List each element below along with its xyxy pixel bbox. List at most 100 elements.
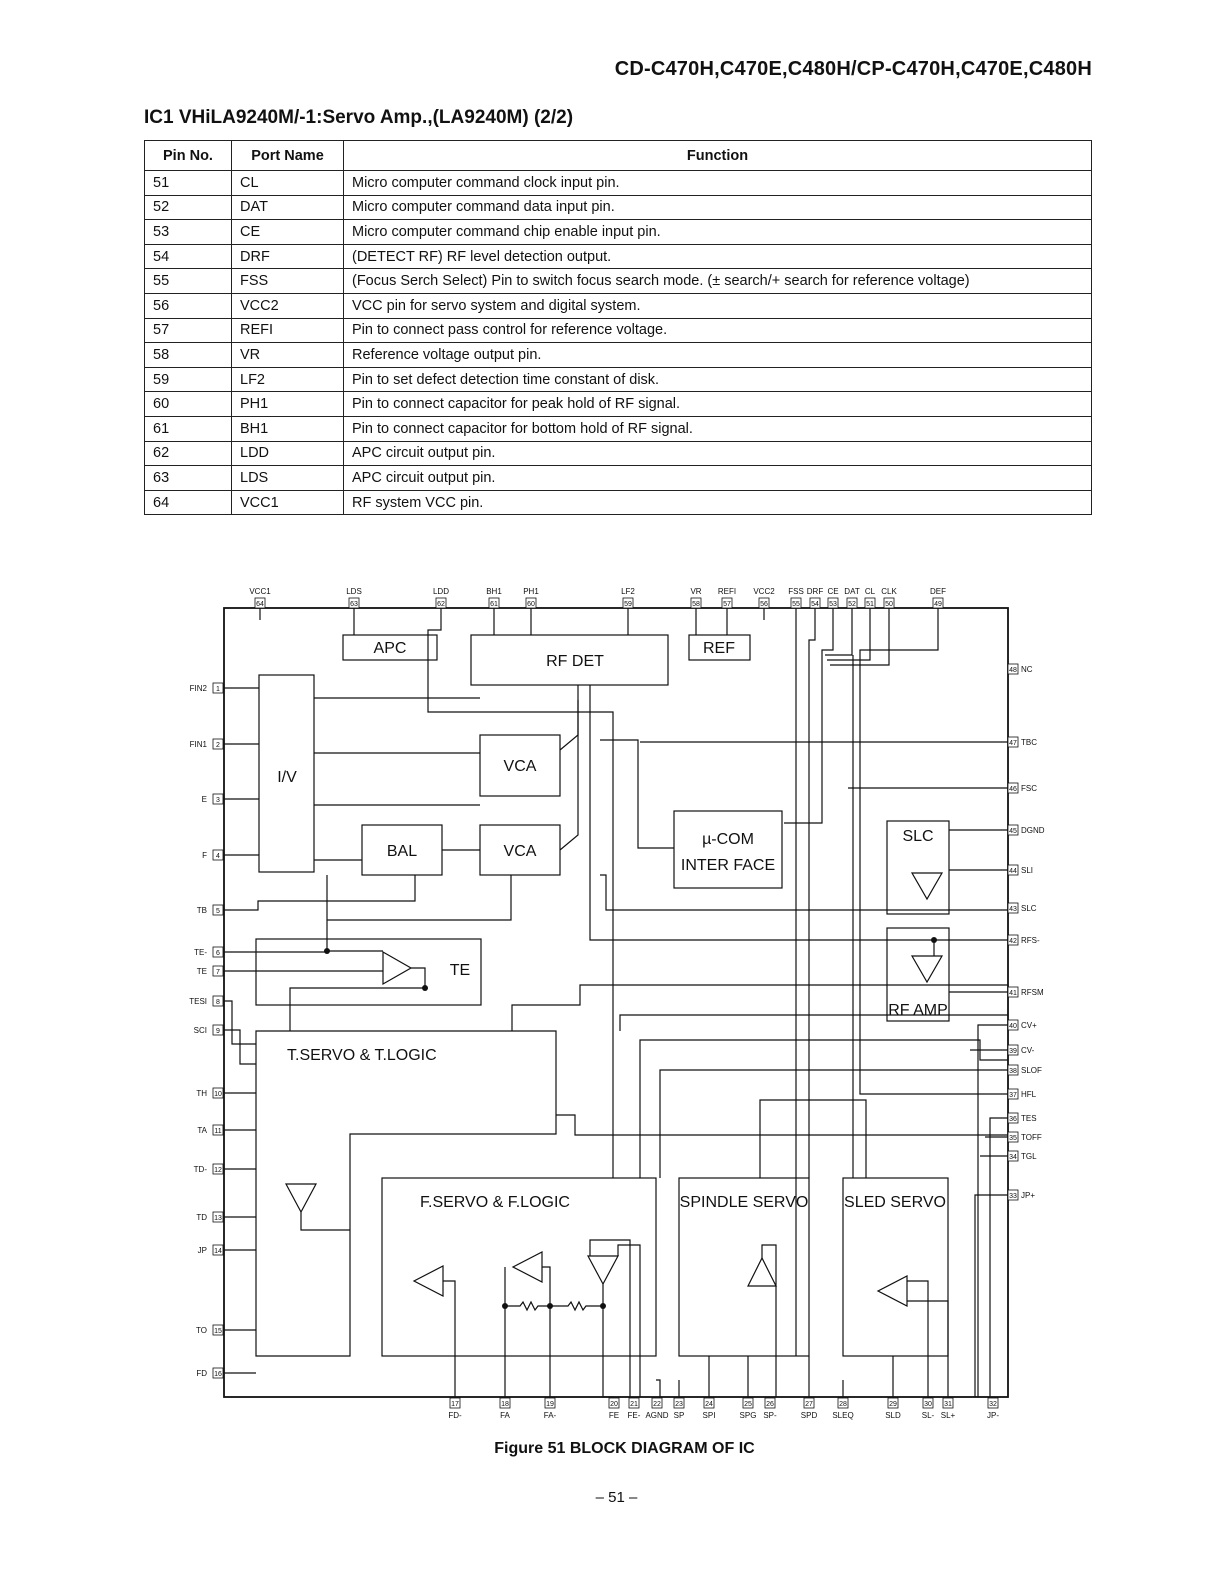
pin-box xyxy=(212,1124,224,1136)
pin-name: SP xyxy=(674,1411,685,1420)
pin-box xyxy=(348,597,360,609)
internal-wiring xyxy=(224,608,1008,1398)
pin-name: RFSM xyxy=(1021,988,1044,997)
pin-number: 14 xyxy=(214,1248,222,1255)
pin-number: 6 xyxy=(216,950,220,957)
table-cell-function: Pin to connect capacitor for peak hold o… xyxy=(343,391,1092,417)
pin-box xyxy=(212,1211,224,1223)
pin-number: 50 xyxy=(885,601,893,608)
pin-number: 43 xyxy=(1009,906,1017,913)
fservo-resistor-network xyxy=(505,1300,603,1312)
ucom-interface-block xyxy=(673,810,783,889)
pin-box xyxy=(803,1397,815,1409)
pin-name: DGND xyxy=(1021,826,1045,835)
pin-number: 47 xyxy=(1009,740,1017,747)
ucom-label: µ-COM xyxy=(702,831,754,848)
pin-name: CLK xyxy=(881,587,897,596)
pin-3: 3E xyxy=(202,793,224,805)
pin-box xyxy=(212,793,224,805)
pin-box xyxy=(212,995,224,1007)
pin-box xyxy=(212,1367,224,1379)
pin-box xyxy=(212,738,224,750)
junction-dot xyxy=(422,985,428,991)
figure-caption-text: Figure 51 BLOCK DIAGRAM OF IC xyxy=(494,1440,755,1457)
pin-box xyxy=(1007,902,1019,914)
table-cell-port-name: CL xyxy=(231,170,344,196)
pin-7: 7TE xyxy=(197,965,224,977)
table-cell-port-name: VCC2 xyxy=(231,292,344,319)
page-number: – 51 – xyxy=(0,1489,1219,1506)
pin-name: VCC1 xyxy=(249,587,271,596)
pin-box xyxy=(1007,663,1019,675)
pin-box xyxy=(1007,1150,1019,1162)
vca-upper-label: VCA xyxy=(504,758,537,775)
pin-name: NC xyxy=(1021,665,1033,674)
pin-name: REFI xyxy=(718,587,736,596)
junction-dot xyxy=(324,948,330,954)
pin-box xyxy=(837,1397,849,1409)
pin-box xyxy=(1007,1088,1019,1100)
document-header: CD-C470H,C470E,C480H/CP-C470H,C470E,C480… xyxy=(614,58,1092,80)
pin-name: SLEQ xyxy=(832,1411,853,1420)
pin-box xyxy=(987,1397,999,1409)
pin-number: 53 xyxy=(829,601,837,608)
pin-name: FD- xyxy=(448,1411,462,1420)
junction-dot xyxy=(502,1303,508,1309)
interface-label: INTER FACE xyxy=(681,857,775,874)
pin-box xyxy=(212,1024,224,1036)
chip-outline xyxy=(223,607,1009,1398)
apc-label: APC xyxy=(374,640,407,657)
pin-box xyxy=(887,1397,899,1409)
vca-lower-label: VCA xyxy=(504,843,537,860)
pin-box xyxy=(1007,782,1019,794)
pin-box xyxy=(1007,1064,1019,1076)
table-cell-pin-no: 54 xyxy=(144,243,232,270)
pin-name: TB xyxy=(197,906,207,915)
pin-box xyxy=(790,597,802,609)
pin-number: 59 xyxy=(624,601,632,608)
pin-number: 3 xyxy=(216,797,220,804)
pin-name: TE xyxy=(197,967,207,976)
pin-box xyxy=(622,597,634,609)
pin-number: 33 xyxy=(1009,1193,1017,1200)
pin-number: 35 xyxy=(1009,1135,1017,1142)
pin-name: RFS- xyxy=(1021,936,1040,945)
pin-box xyxy=(942,1397,954,1409)
table-cell-function: Micro computer command clock input pin. xyxy=(343,170,1092,196)
vca-block-upper xyxy=(479,734,561,797)
pin-number: 26 xyxy=(766,1401,774,1408)
pin-name: LF2 xyxy=(621,587,635,596)
pin-box xyxy=(690,597,702,609)
pin-box xyxy=(212,1244,224,1256)
pin-number: 45 xyxy=(1009,828,1017,835)
pin-box xyxy=(864,597,876,609)
ref-label: REF xyxy=(703,640,735,657)
pin-name: SCI xyxy=(194,1026,207,1035)
column-header-pin-no: Pin No. xyxy=(144,140,232,171)
pin-name: BH1 xyxy=(486,587,502,596)
